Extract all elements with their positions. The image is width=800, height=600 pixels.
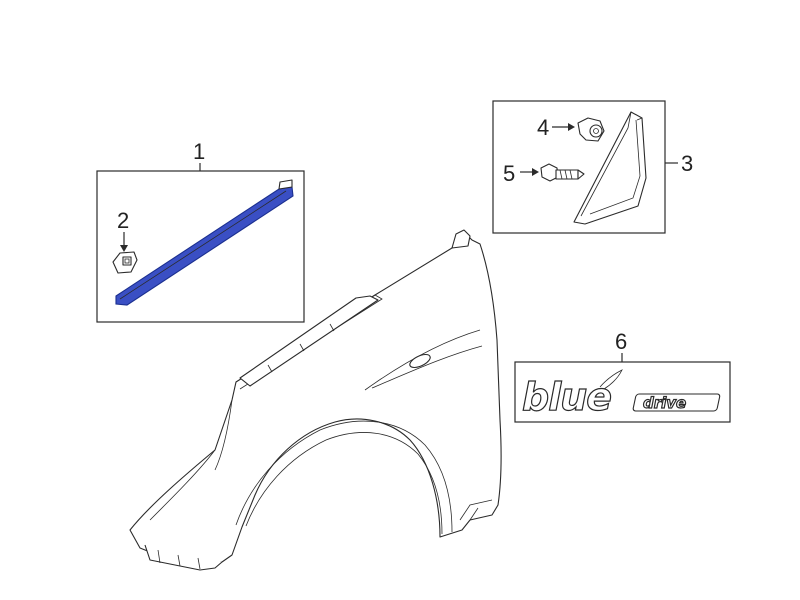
emblem-sub-plate — [632, 393, 721, 412]
callout-5-arrowhead — [532, 168, 539, 176]
garnish-bolt[interactable] — [540, 163, 585, 182]
fender-molding-strip[interactable] — [115, 179, 294, 306]
callout-4-arrowhead — [568, 123, 575, 131]
callout-2: 2 — [117, 208, 129, 233]
callout-5: 5 — [503, 161, 515, 186]
mirror-garnish[interactable] — [573, 111, 647, 225]
callout-1: 1 — [193, 139, 205, 164]
callout-3: 3 — [681, 151, 693, 176]
blue-drive-emblem[interactable]: blue drive — [521, 369, 721, 420]
emblem-word-drive: drive — [643, 394, 686, 412]
callout-6: 6 — [615, 329, 627, 354]
molding-clip[interactable] — [112, 251, 138, 274]
part-group-1: 2 — [96, 163, 305, 323]
callout-2-arrowhead — [120, 245, 128, 252]
part-group-6: blue drive — [514, 353, 731, 423]
part-group-3: 4 5 — [492, 100, 678, 234]
front-fender-panel — [129, 229, 502, 571]
emblem-leaf-icon — [599, 369, 623, 390]
emblem-word-blue: blue — [522, 375, 611, 419]
callout-4: 4 — [537, 115, 549, 140]
part-group-6-frame — [514, 361, 731, 423]
garnish-nut[interactable] — [577, 117, 605, 142]
